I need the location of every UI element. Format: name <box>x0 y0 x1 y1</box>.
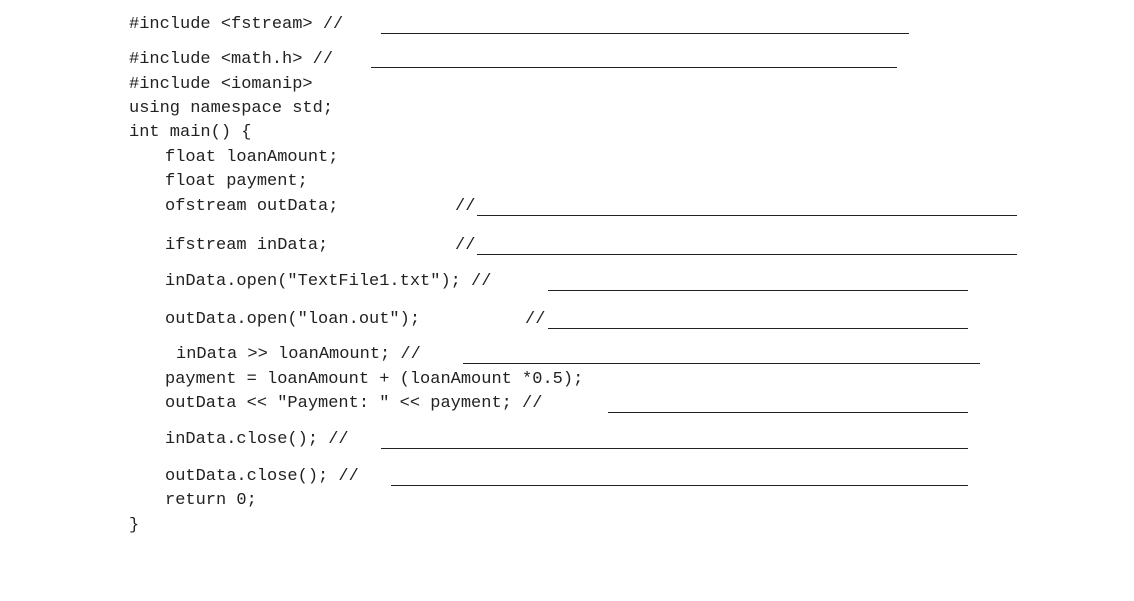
answer-blank-read-loan[interactable] <box>463 363 980 364</box>
code-line-indata-close: inData.close(); // <box>165 430 349 449</box>
code-line-indata-open: inData.open("TextFile1.txt"); // <box>165 272 492 291</box>
code-line-include-iomanip: #include <iomanip> <box>129 75 313 94</box>
answer-blank-outdata-open[interactable] <box>548 328 968 329</box>
comment-ifstream: // <box>455 236 476 255</box>
code-line-float-payment: float payment; <box>165 172 308 191</box>
answer-blank-outdata-close[interactable] <box>391 485 968 486</box>
answer-blank-math[interactable] <box>371 67 897 68</box>
code-line-main: int main() { <box>129 123 252 142</box>
answer-blank-fstream[interactable] <box>381 33 909 34</box>
answer-blank-write-payment[interactable] <box>608 412 968 413</box>
answer-blank-indata-close[interactable] <box>381 448 968 449</box>
code-line-outdata-close: outData.close(); // <box>165 467 359 486</box>
comment-ofstream: // <box>455 197 476 216</box>
code-line-using-namespace: using namespace std; <box>129 99 334 118</box>
code-line-include-fstream: #include <fstream> // <box>129 15 344 34</box>
code-line-read-loan: inData >> loanAmount; // <box>176 345 421 364</box>
code-line-ofstream: ofstream outData; <box>165 197 339 216</box>
code-line-payment-calc: payment = loanAmount + (loanAmount *0.5)… <box>165 370 584 389</box>
answer-blank-indata-open[interactable] <box>548 290 968 291</box>
code-line-include-math: #include <math.h> // <box>129 50 334 69</box>
code-line-outdata-open: outData.open("loan.out"); <box>165 310 421 329</box>
code-line-float-loan: float loanAmount; <box>165 148 339 167</box>
code-line-return: return 0; <box>165 491 257 510</box>
code-line-write-payment: outData << "Payment: " << payment; // <box>165 394 543 413</box>
answer-blank-ifstream[interactable] <box>477 254 1017 255</box>
code-line-closing-brace: } <box>129 516 140 535</box>
answer-blank-ofstream[interactable] <box>477 215 1017 216</box>
comment-outdata-open: // <box>525 310 546 329</box>
code-line-ifstream: ifstream inData; <box>165 236 329 255</box>
